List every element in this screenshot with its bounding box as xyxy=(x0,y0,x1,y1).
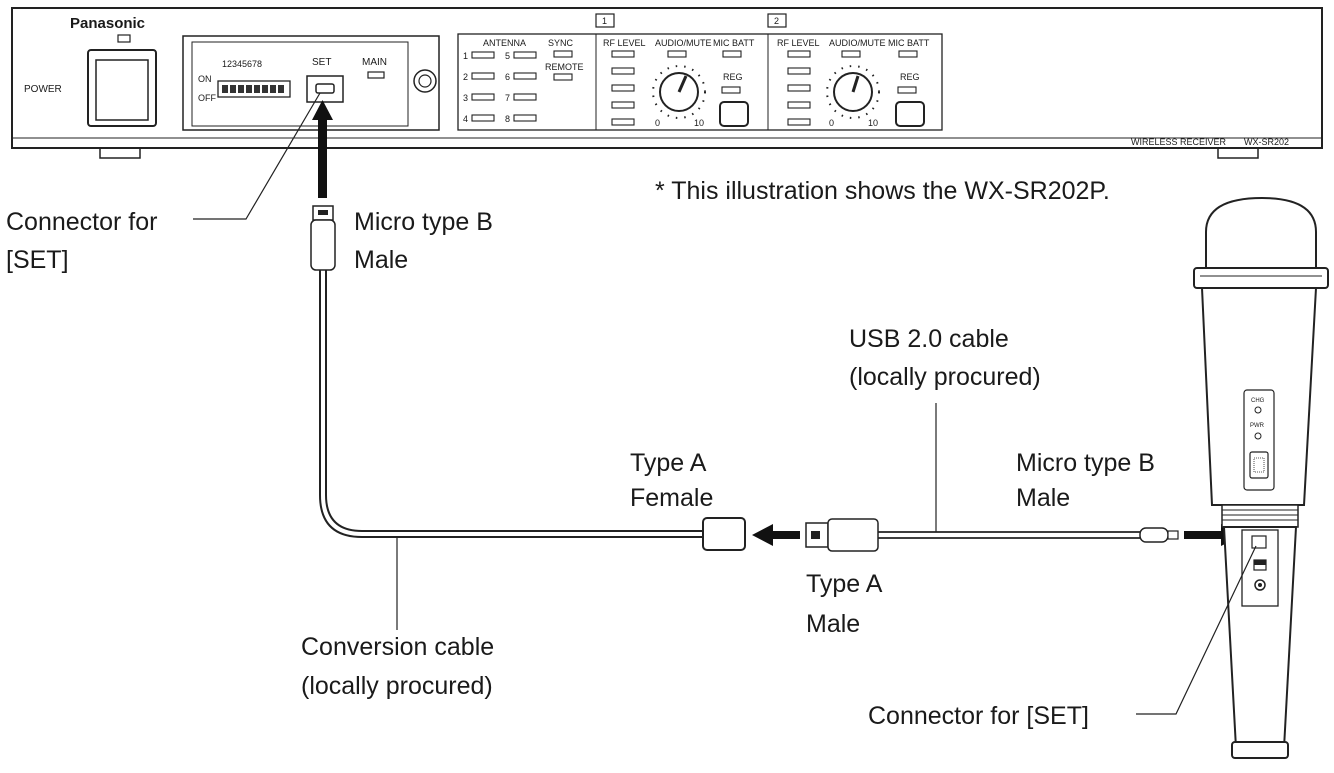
mic-grille-head xyxy=(1205,196,1317,271)
receiver-foot-left xyxy=(99,147,141,159)
channel-2: 2 RF LEVEL AUDIO/MUTE MIC BATT 0 10 REG xyxy=(767,13,930,128)
antenna-num-8: 8 xyxy=(505,114,510,124)
main-label: MAIN xyxy=(362,57,387,68)
antenna-num-5: 5 xyxy=(505,51,510,61)
dip-on-label: ON xyxy=(198,74,212,84)
antenna-num-3: 3 xyxy=(463,93,468,103)
sync-label: SYNC xyxy=(548,38,574,48)
channel-1-reg-label: REG xyxy=(723,72,743,82)
leader-connector-set-mic xyxy=(1136,545,1257,715)
antenna-indicators: 1 2 3 4 5 6 7 8 xyxy=(463,51,537,124)
channel-2-number: 2 xyxy=(774,16,779,26)
channel-2-reg-button xyxy=(895,101,925,127)
channel-1: 1 RF LEVEL AUDIO/MUTE MIC BATT 0 10 REG xyxy=(595,13,755,128)
mic-battery-cap xyxy=(1231,741,1289,759)
antenna-num-2: 2 xyxy=(463,72,468,82)
sync-indicator xyxy=(553,50,573,58)
mic-grille-ring xyxy=(1193,267,1329,289)
channel-1-rf-level: RF LEVEL xyxy=(603,38,646,48)
model-number: WX-SR202 xyxy=(1244,137,1289,147)
antenna-num-7: 7 xyxy=(505,93,510,103)
dip-numbers: 12345678 xyxy=(222,59,262,69)
power-button-face xyxy=(95,59,149,121)
power-label: POWER xyxy=(24,84,62,95)
antenna-num-6: 6 xyxy=(505,72,510,82)
type-a-male-plug xyxy=(805,518,879,552)
channel-2-reg-label: REG xyxy=(900,72,920,82)
channel-1-number: 1 xyxy=(602,16,607,26)
conversion-cable-outer-left xyxy=(319,270,703,538)
channel-1-scale-min: 0 xyxy=(655,118,660,128)
channel-2-audio-mute: AUDIO/MUTE xyxy=(829,38,886,48)
label-micro-b-right-line2: Male xyxy=(1016,484,1070,512)
label-micro-b-top-line1: Micro type B xyxy=(354,208,493,236)
label-usb-cable-line2: (locally procured) xyxy=(849,363,1041,391)
label-connector-set-left-line2: [SET] xyxy=(6,246,69,274)
channel-2-rf-level: RF LEVEL xyxy=(777,38,820,48)
remote-indicator xyxy=(553,73,573,81)
brand-logo: Panasonic xyxy=(70,15,145,32)
label-micro-b-top-line2: Male xyxy=(354,246,408,274)
micro-b-plug-top xyxy=(310,205,336,271)
receiver-foot-right xyxy=(1217,147,1259,159)
wireless-microphone: CHG PWR xyxy=(1193,196,1329,759)
mic-set-port xyxy=(1251,535,1267,549)
model-label: WIRELESS RECEIVER xyxy=(1131,137,1227,147)
channel-2-scale-min: 0 xyxy=(829,118,834,128)
channel-1-scale-max: 10 xyxy=(694,118,704,128)
channel-1-audio-mute: AUDIO/MUTE xyxy=(655,38,712,48)
label-conversion-cable-line1: Conversion cable xyxy=(301,633,494,661)
remote-label: REMOTE xyxy=(545,62,584,72)
type-a-female-connector xyxy=(702,517,746,551)
label-type-a-male-line2: Male xyxy=(806,610,860,638)
power-indicator xyxy=(117,34,131,43)
antenna-num-1: 1 xyxy=(463,51,468,61)
conversion-cable-outer-right xyxy=(325,270,703,532)
label-connector-set-left-line1: Connector for xyxy=(6,208,157,236)
micro-b-plug-right xyxy=(1139,527,1179,543)
set-label: SET xyxy=(312,57,331,68)
channel-2-scale-max: 10 xyxy=(868,118,878,128)
dip-switch-toggles xyxy=(222,85,284,93)
antenna-num-4: 4 xyxy=(463,114,468,124)
mic-ribbed-band xyxy=(1221,504,1299,528)
channel-1-reg-button xyxy=(719,101,749,127)
arrow-to-receiver-set xyxy=(312,100,333,198)
label-micro-b-right-line1: Micro type B xyxy=(1016,449,1155,477)
set-port xyxy=(315,83,335,94)
illustration-note: * This illustration shows the WX-SR202P. xyxy=(655,177,1110,205)
label-connector-set-mic: Connector for [SET] xyxy=(868,702,1089,730)
mic-chg-label: CHG xyxy=(1251,398,1265,404)
label-type-a-female-line1: Type A xyxy=(630,449,707,477)
channel-1-mic-batt: MIC BATT xyxy=(713,38,755,48)
main-indicator xyxy=(367,71,385,79)
channel-2-mic-batt: MIC BATT xyxy=(888,38,930,48)
dip-off-label: OFF xyxy=(198,93,216,103)
leader-connector-set-receiver xyxy=(193,92,321,220)
wireless-receiver: Panasonic POWER 12345678 ON OFF SET MAIN… xyxy=(11,7,1323,159)
mic-pwr-label: PWR xyxy=(1250,423,1265,429)
antenna-label: ANTENNA xyxy=(483,38,526,48)
label-type-a-male-line1: Type A xyxy=(806,570,883,598)
label-usb-cable-line1: USB 2.0 cable xyxy=(849,325,1009,353)
arrow-to-female xyxy=(752,524,800,546)
label-conversion-cable-line2: (locally procured) xyxy=(301,672,493,700)
label-type-a-female-line2: Female xyxy=(630,484,713,512)
